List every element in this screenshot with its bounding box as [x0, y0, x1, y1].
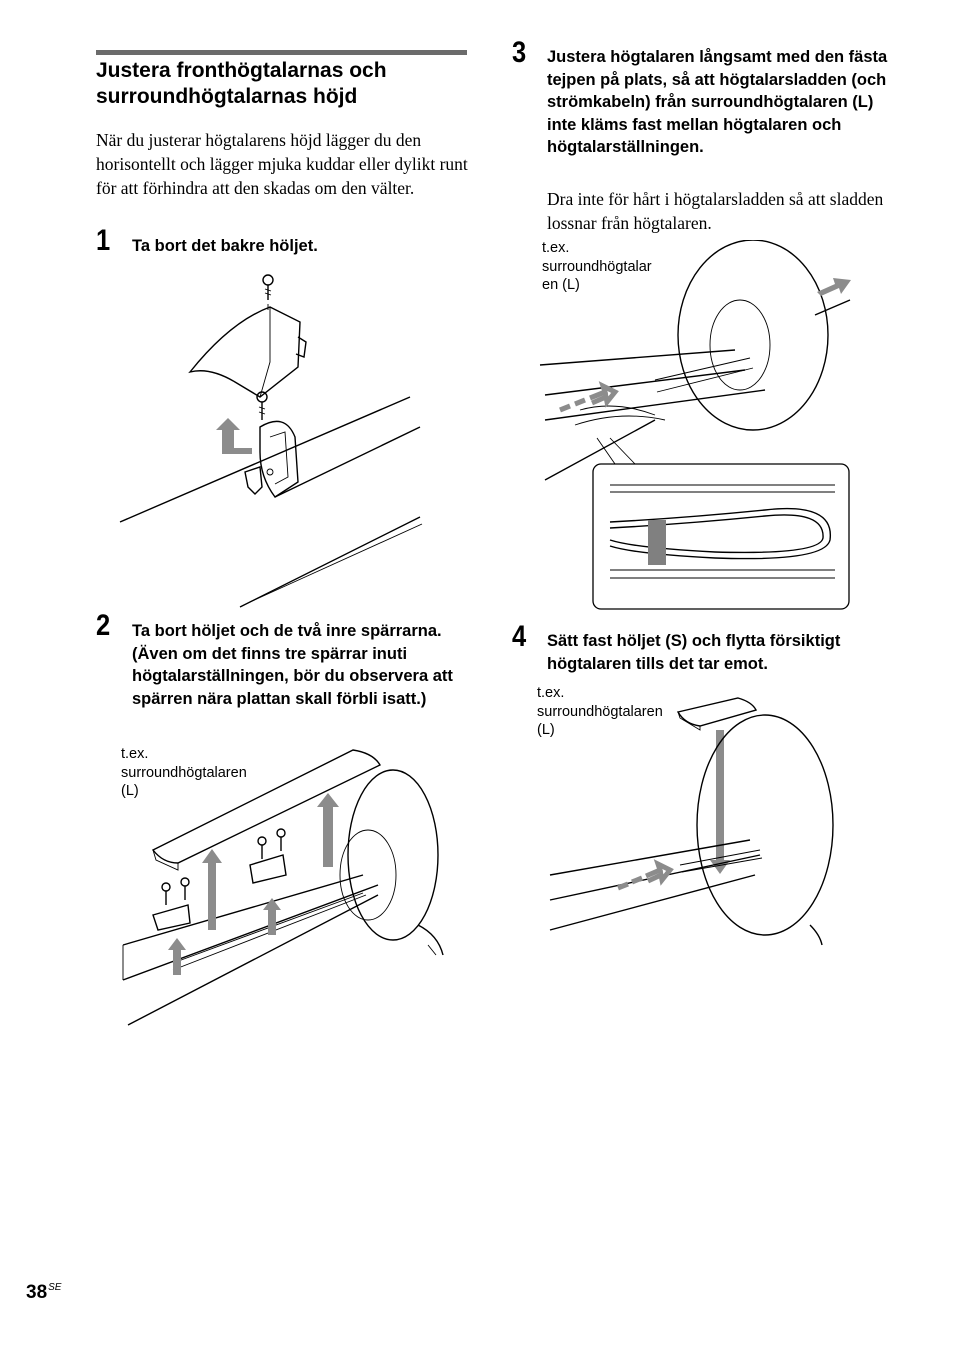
screw-icon [180, 877, 190, 900]
page-number: 38SE [26, 1282, 62, 1303]
arrow-up-icon [263, 898, 281, 935]
step-2-callout: t.ex. surroundhögtalaren (L) [121, 746, 247, 799]
step-3-illustration [539, 240, 851, 610]
step-4-text: Sätt fast höljet (S) och flytta försikti… [547, 632, 841, 673]
step-2-illustration [122, 749, 444, 1026]
step-3-text: Justera högtalaren långsamt med den fäst… [547, 48, 888, 157]
step-1-illustration [119, 274, 423, 608]
arrow-right-icon [817, 278, 851, 296]
arrow-up-icon [168, 938, 186, 975]
step-4-illustration [549, 697, 834, 946]
screw-icon [256, 391, 268, 420]
arrow-right-icon [559, 381, 619, 413]
step-3-note: Dra inte för hårt i högtalarsladden så a… [547, 189, 884, 233]
step-1-number: 1 [96, 224, 111, 257]
arrow-right-icon [617, 859, 674, 891]
screw-icon [257, 836, 267, 859]
screw-icon [276, 828, 286, 851]
step-1-text: Ta bort det bakre höljet. [132, 237, 318, 255]
intro-text: När du justerar högtalarens höjd lägger … [96, 130, 468, 198]
step-3-callout: t.ex. surroundhögtalar en (L) [542, 240, 652, 293]
arrow-down-icon [710, 730, 730, 874]
screw-icon [161, 882, 171, 905]
step-2-number: 2 [96, 609, 111, 642]
step-4-number: 4 [512, 620, 527, 653]
section-rule [96, 50, 467, 55]
tape [648, 520, 666, 565]
step-3-number: 3 [512, 36, 527, 69]
arrow-up-icon [202, 849, 222, 930]
arrow-up-icon [216, 418, 252, 454]
step-4-callout: t.ex. surroundhögtalaren (L) [537, 685, 663, 738]
screw-icon [262, 274, 274, 300]
arrow-up-icon [317, 793, 339, 867]
zoom-inset [592, 463, 850, 610]
section-title: Justera fronthögtalarnas och surroundhög… [96, 59, 387, 108]
step-2-text: Ta bort höljet och de två inre spärrarna… [132, 622, 453, 708]
